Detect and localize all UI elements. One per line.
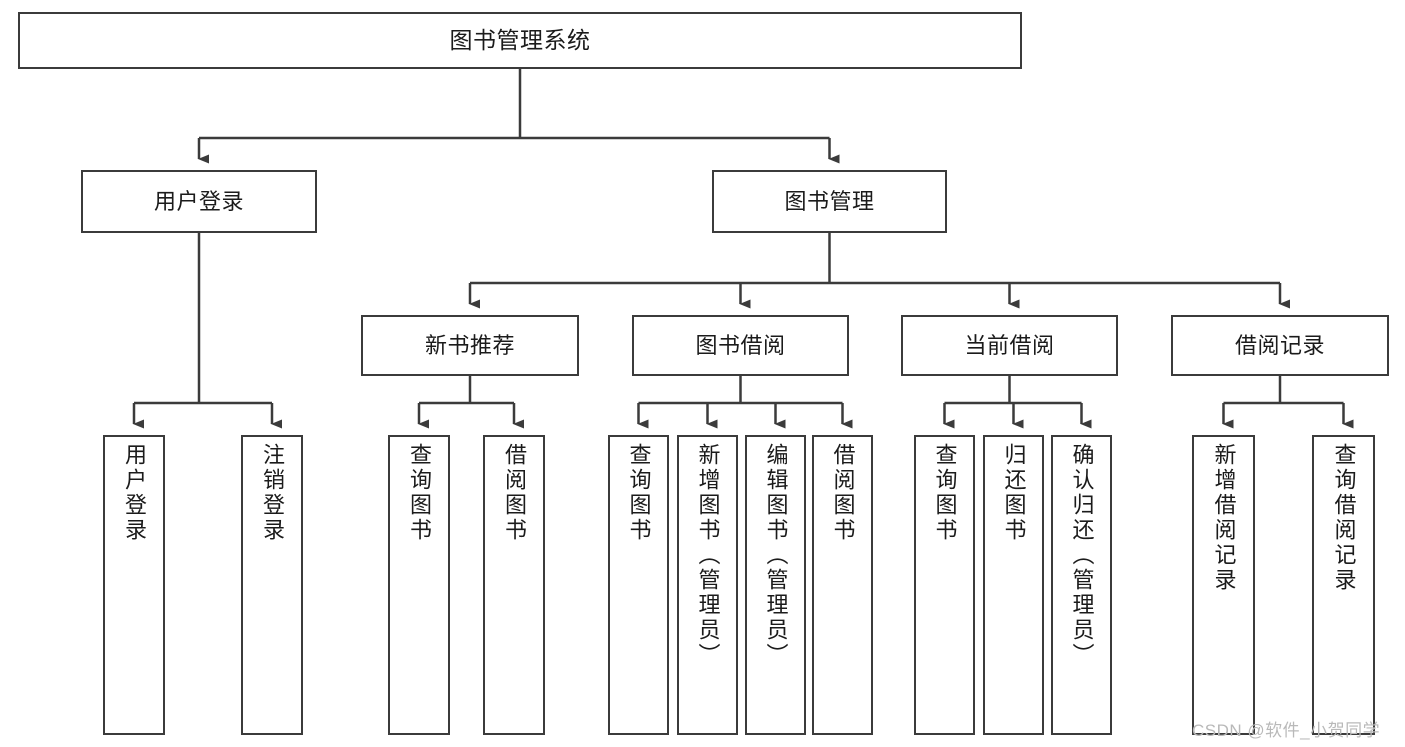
node-label: 借阅记录	[1234, 332, 1325, 358]
node-label: 查询图书	[626, 443, 652, 543]
node-label: 查询借阅记录	[1331, 443, 1357, 593]
node-label: 用户登录	[121, 443, 147, 543]
leaf-current-query-book[interactable]: 查询图书	[914, 435, 975, 735]
node-user-login[interactable]: 用户登录	[81, 170, 317, 233]
node-label: 确认归还（管理员）	[1069, 443, 1095, 668]
node-new-book-recommend[interactable]: 新书推荐	[361, 315, 579, 376]
node-label: 新书推荐	[424, 332, 515, 358]
node-label: 借阅图书	[501, 443, 527, 543]
leaf-user-login[interactable]: 用户登录	[103, 435, 165, 735]
node-label: 当前借阅	[964, 332, 1055, 358]
leaf-borrow-borrow-book[interactable]: 借阅图书	[812, 435, 873, 735]
node-label: 注销登录	[259, 443, 285, 543]
leaf-current-return-book[interactable]: 归还图书	[983, 435, 1044, 735]
node-label: 用户登录	[153, 188, 244, 214]
leaf-current-confirm-return-admin[interactable]: 确认归还（管理员）	[1051, 435, 1112, 735]
node-label: 查询图书	[932, 443, 958, 543]
leaf-borrow-edit-book-admin[interactable]: 编辑图书（管理员）	[745, 435, 806, 735]
node-root-system[interactable]: 图书管理系统	[18, 12, 1022, 69]
node-label: 图书管理系统	[449, 26, 591, 53]
node-current-borrow[interactable]: 当前借阅	[901, 315, 1118, 376]
leaf-borrow-query-book[interactable]: 查询图书	[608, 435, 669, 735]
leaf-newbook-borrow-book[interactable]: 借阅图书	[483, 435, 545, 735]
node-borrow-record[interactable]: 借阅记录	[1171, 315, 1389, 376]
leaf-borrow-add-book-admin[interactable]: 新增图书（管理员）	[677, 435, 738, 735]
node-label: 借阅图书	[830, 443, 856, 543]
node-label: 归还图书	[1001, 443, 1027, 543]
node-label: 查询图书	[406, 443, 432, 543]
leaf-record-add-borrow-record[interactable]: 新增借阅记录	[1192, 435, 1255, 735]
node-label: 图书借阅	[695, 332, 786, 358]
node-book-management[interactable]: 图书管理	[712, 170, 947, 233]
node-book-borrow[interactable]: 图书借阅	[632, 315, 849, 376]
leaf-record-query-borrow-record[interactable]: 查询借阅记录	[1312, 435, 1375, 735]
leaf-user-logout[interactable]: 注销登录	[241, 435, 303, 735]
node-label: 图书管理	[784, 188, 875, 214]
node-label: 新增图书（管理员）	[695, 443, 721, 668]
tree-connectors	[132, 69, 1354, 429]
leaf-newbook-query-book[interactable]: 查询图书	[388, 435, 450, 735]
node-label: 编辑图书（管理员）	[763, 443, 789, 668]
node-label: 新增借阅记录	[1211, 443, 1237, 593]
